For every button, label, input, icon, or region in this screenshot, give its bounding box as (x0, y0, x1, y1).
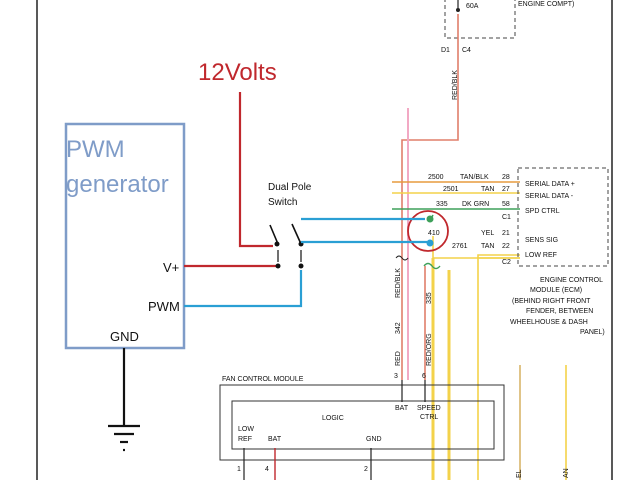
ecm-line-2: MODULE (ECM) (530, 287, 582, 294)
ecm-label-3: SPD CTRL (525, 208, 560, 215)
supply-label: 12Volts (198, 59, 277, 86)
ecm-conn-c2: C2 (502, 259, 511, 266)
wire-num-342: 342 (395, 322, 402, 334)
wire-yellow-right (477, 254, 520, 480)
ecm-circuit-5: 2761 (452, 243, 468, 250)
ecm-line-1: ENGINE CONTROL (540, 277, 603, 284)
fan-pin-2: 2 (364, 466, 368, 473)
wire-pwm (184, 270, 303, 308)
fuse-location: ENGINE COMPT) (518, 1, 574, 8)
switch-pole-b-common (298, 263, 304, 269)
fan-speed-label-2: CTRL (420, 414, 438, 421)
wire-label-red-blk-side: RED/BLK (395, 268, 402, 298)
fan-pin-3: 3 (394, 373, 398, 380)
fuse-box (444, 0, 516, 39)
ecm-color-1: TAN/BLK (460, 174, 489, 181)
ecm-color-4: YEL (481, 230, 494, 237)
ecm-pin-1: 28 (502, 174, 510, 181)
ecm-line-5: WHEELHOUSE & DASH (510, 319, 588, 326)
ecm-pin-2: 27 (502, 186, 510, 193)
fan-gnd-label: GND (366, 436, 382, 443)
wire-color-red-org: RED/ORG (426, 333, 433, 366)
ground-icon (108, 424, 140, 452)
ecm-label-2: SERIAL DATA - (525, 193, 574, 200)
fuse-rating: 60A (466, 3, 479, 10)
pwm-vplus-label: V+ (163, 260, 179, 275)
connector-break-icon (423, 262, 441, 270)
wire-color-red: RED (395, 351, 402, 366)
ecm-pin-4: 21 (502, 230, 510, 237)
bat-feed-wire (401, 14, 459, 380)
ecm-circuit-2: 2501 (443, 186, 459, 193)
ecm-line-6: PANEL) (580, 329, 605, 336)
dual-pole-switch[interactable] (269, 223, 304, 269)
wire-12v (238, 92, 273, 248)
ecm-pin-5: 22 (502, 243, 510, 250)
ecm-label-4: SENS SIG (525, 237, 558, 244)
fuse-node (456, 8, 460, 12)
fan-pin-6: 6 (422, 373, 426, 380)
fan-module-box (219, 384, 505, 461)
ecm-box (517, 167, 609, 267)
pwm-gnd-label: GND (110, 329, 139, 344)
switch-pole-a-common (275, 263, 281, 269)
ecm-circuit-3: 335 (436, 201, 448, 208)
ecm-circuit-4: 410 (428, 230, 440, 237)
switch-label-2: Switch (268, 197, 297, 208)
ecm-conn-c1: C1 (502, 214, 511, 221)
ecm-line-4: FENDER, BETWEEN (526, 308, 593, 315)
pwm-title-1: PWM (66, 136, 125, 163)
connector-c4: C4 (462, 47, 471, 54)
fan-logic-label: LOGIC (322, 415, 344, 422)
ecm-circuit-1: 2500 (428, 174, 444, 181)
fan-logic-box (231, 400, 495, 450)
fan-bat-bottom-label: BAT (268, 436, 282, 443)
ecm-label-1: SERIAL DATA + (525, 181, 575, 188)
fan-pin-4: 4 (265, 466, 269, 473)
wire-label-red-blk-top: RED/BLK (452, 70, 459, 100)
wire-label-bottom-left: EL (516, 469, 523, 478)
ecm-color-2: TAN (481, 186, 494, 193)
fan-lowref-label-1: LOW (238, 426, 254, 433)
connector-d1: D1 (441, 47, 450, 54)
switch-blade-a (269, 224, 279, 245)
ecm-label-5: LOW REF (525, 252, 557, 259)
wire-num-335: 335 (426, 292, 433, 304)
ecm-wire-table: 2500 TAN/BLK 28 SERIAL DATA + 2501 TAN 2… (428, 174, 575, 266)
ecm-color-5: TAN (481, 243, 494, 250)
splice-circle (407, 210, 449, 252)
splice-tick (430, 214, 434, 220)
ecm-pin-3: 58 (502, 201, 510, 208)
fan-bat-label: BAT (395, 405, 409, 412)
fan-pin-1: 1 (237, 466, 241, 473)
pwm-output-label: PWM (148, 299, 180, 314)
connector-break-icon-left (395, 255, 409, 261)
fan-module-title: FAN CONTROL MODULE (222, 376, 304, 383)
switch-blade-b (291, 223, 302, 245)
ecm-line-3: (BEHIND RIGHT FRONT (512, 298, 591, 305)
ecm-color-3: DK GRN (462, 201, 489, 208)
pwm-title-2: generator (66, 171, 169, 198)
fan-speed-label-1: SPEED (417, 405, 441, 412)
splice-node-bottom (426, 239, 434, 247)
wire-label-bottom-right: AN (563, 468, 570, 478)
fan-lowref-label-2: REF (238, 436, 252, 443)
switch-label-1: Dual Pole (268, 182, 312, 193)
